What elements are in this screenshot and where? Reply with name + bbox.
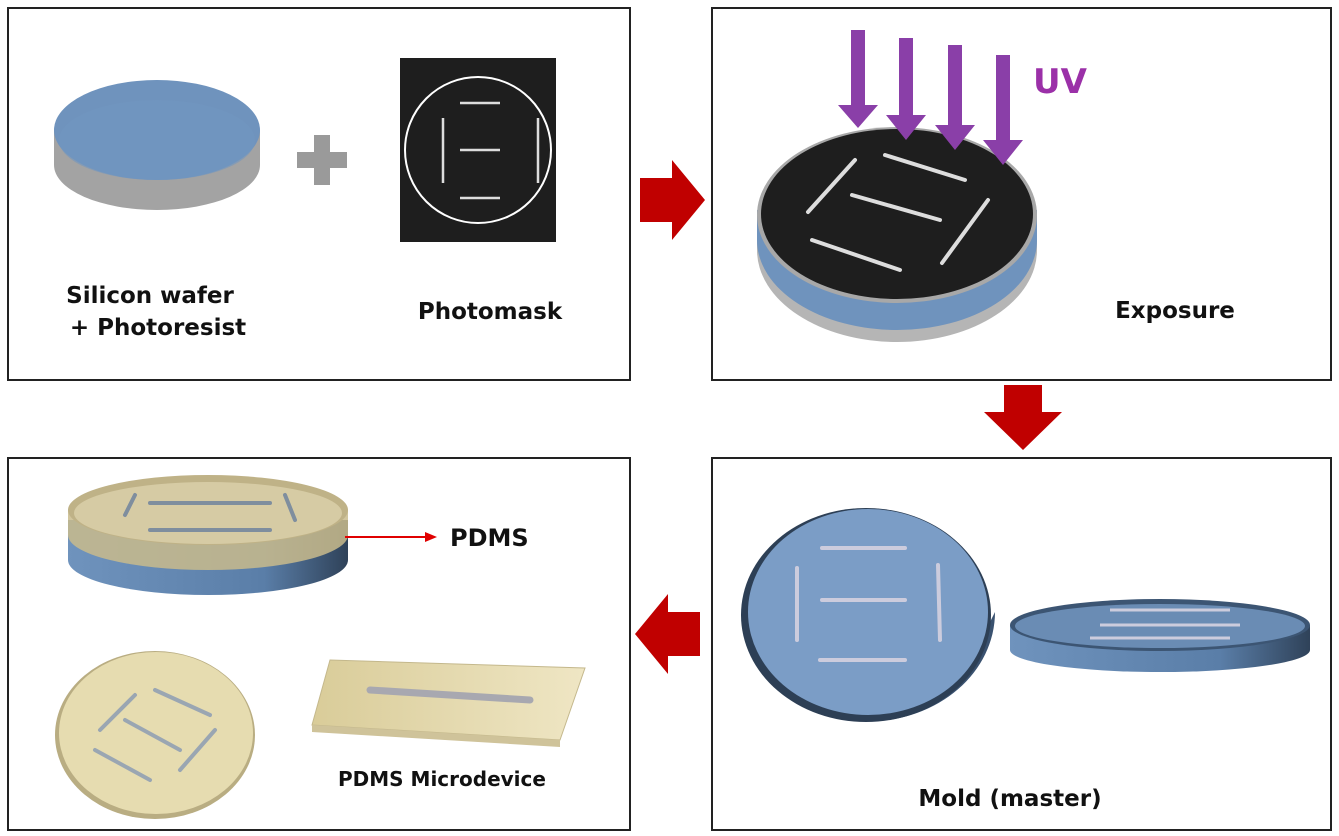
pdms-microdevice-illustration [311, 659, 586, 747]
pdms-label: PDMS [450, 524, 529, 552]
mold-label: Mold (master) [918, 786, 1101, 812]
flow-arrow-left-icon [635, 594, 700, 674]
pdms-pointer-arrow-icon [345, 532, 437, 542]
wafer-label-line1: Silicon wafer [66, 283, 234, 309]
exposure-wafer-illustration [757, 127, 1037, 342]
uv-arrows-icon [838, 30, 1023, 165]
flow-arrow-right-icon [640, 160, 705, 240]
plus-icon [297, 135, 347, 185]
pdms-disk-illustration [55, 651, 255, 819]
flow-arrow-down-icon [984, 385, 1062, 450]
exposure-label: Exposure [1115, 298, 1235, 324]
silicon-wafer-illustration [54, 80, 260, 210]
pdms-microdevice-label: PDMS Microdevice [338, 767, 546, 791]
pdms-on-mold-illustration [68, 475, 348, 595]
photomask-label: Photomask [418, 299, 563, 325]
photomask-illustration [400, 58, 556, 242]
uv-label: UV [1033, 62, 1088, 102]
wafer-label-line2: + Photoresist [70, 315, 246, 341]
mold-illustration [741, 508, 1310, 722]
